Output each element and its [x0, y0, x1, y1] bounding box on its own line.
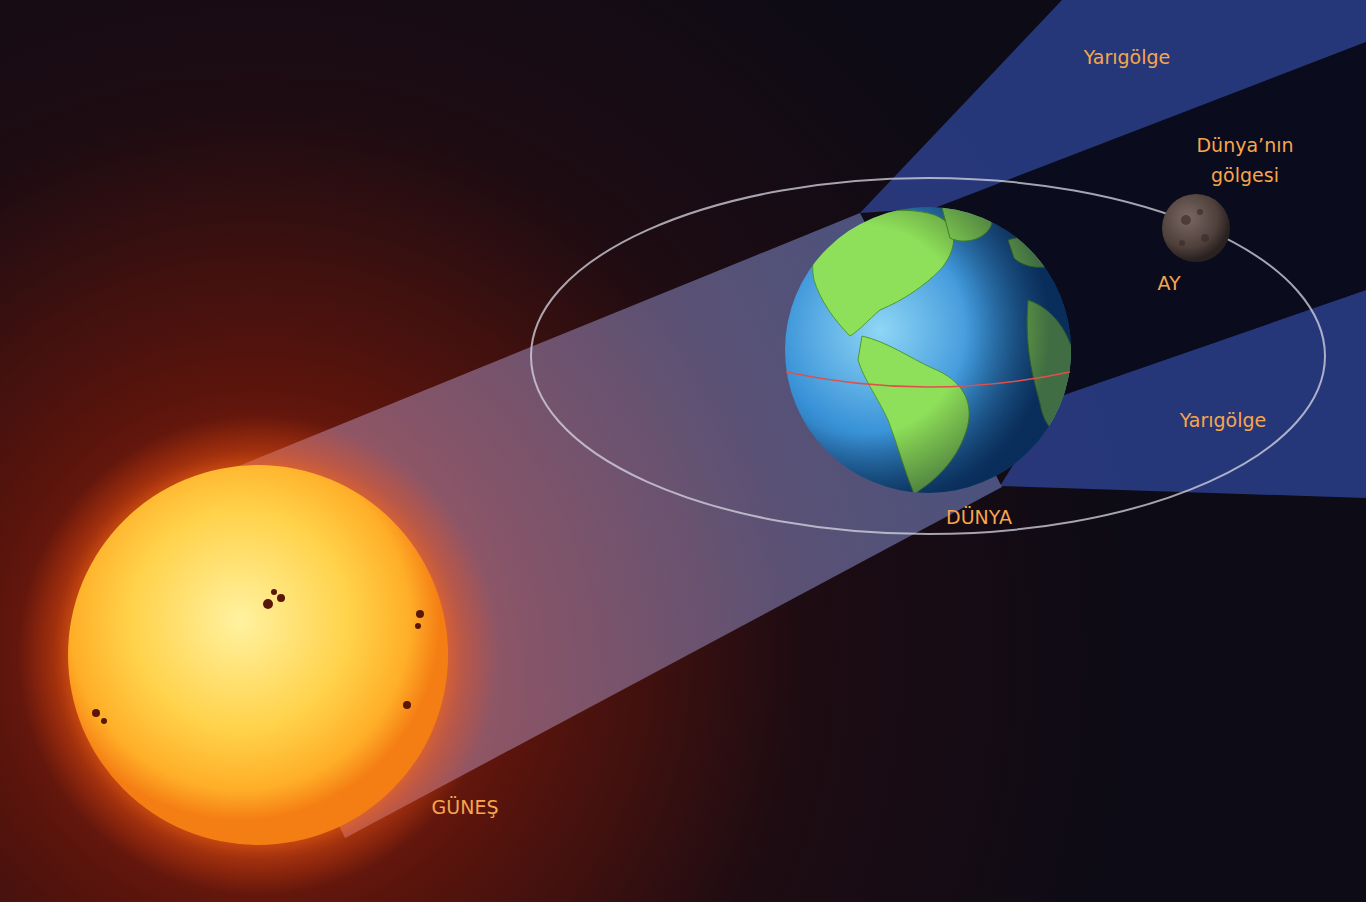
- earth-shading: [785, 207, 1071, 493]
- moon-orbit: [531, 178, 1325, 534]
- body-label: DÜNYA: [946, 502, 1012, 532]
- region-label: Dünya’nın gölgesi: [1183, 130, 1308, 190]
- sunspots: [92, 589, 424, 724]
- moon-craters: [1179, 209, 1209, 246]
- earth-body: [785, 207, 1071, 493]
- body-label: AY: [1157, 268, 1180, 298]
- sun-glow: [18, 415, 498, 895]
- region-label: Yarıgölge: [1084, 42, 1170, 72]
- equator-line: [786, 372, 1070, 387]
- body-label: GÜNEŞ: [432, 792, 499, 822]
- sun-body: [68, 465, 448, 845]
- region-label: Yarıgölge: [1180, 405, 1266, 435]
- moon-body: [1162, 194, 1230, 262]
